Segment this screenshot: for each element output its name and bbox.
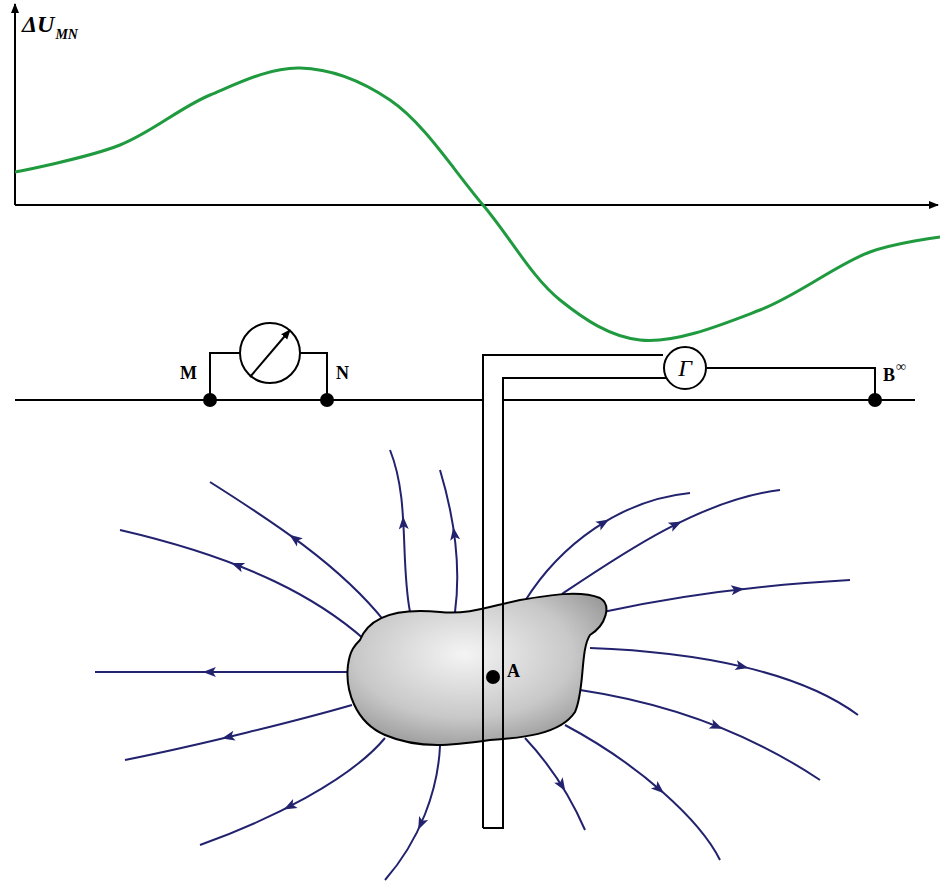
ground-surface — [15, 399, 483, 401]
field-lines — [95, 450, 858, 880]
field-arrowhead — [221, 731, 236, 744]
ground-surface — [503, 399, 915, 401]
field-line — [440, 470, 457, 612]
electrode-label: B — [883, 366, 895, 384]
field-arrowhead — [414, 816, 428, 832]
y-axis — [14, 4, 16, 205]
field-line — [385, 746, 440, 880]
generator-label: Г — [678, 356, 692, 380]
field-line — [210, 482, 385, 622]
potential-curve-group — [15, 68, 940, 341]
axis-subscript: MN — [55, 28, 78, 42]
field-line — [525, 493, 690, 601]
field-line — [562, 490, 780, 594]
field-arrowhead — [229, 558, 245, 572]
field-arrowhead — [282, 799, 298, 814]
wire — [300, 353, 327, 400]
electrode — [868, 393, 882, 407]
field-line — [120, 530, 365, 640]
axis-label: ΔU — [22, 12, 54, 36]
electrode — [320, 393, 334, 407]
field-line — [525, 738, 585, 830]
field-line — [125, 705, 352, 760]
electrode-label: M — [180, 364, 197, 382]
borehole-wall — [483, 378, 667, 828]
field-arrowhead — [709, 719, 725, 733]
potential-curve — [15, 68, 940, 341]
field-line — [565, 725, 720, 860]
field-line — [390, 450, 410, 612]
field-arrowhead — [668, 517, 684, 532]
field-arrowhead — [651, 781, 667, 797]
electrode-label: A — [507, 662, 520, 680]
field-arrowhead — [448, 526, 460, 540]
electrode — [203, 393, 217, 407]
field-line — [603, 580, 850, 612]
field-line — [590, 648, 858, 715]
field-line — [200, 738, 385, 845]
borehole-wall — [483, 355, 663, 828]
voltmeter-symbol — [240, 323, 300, 383]
field-arrowhead — [554, 777, 569, 793]
meter-arrow — [250, 330, 290, 377]
generator-symbol: Г — [663, 346, 707, 390]
field-arrowhead — [735, 660, 750, 673]
field-arrowhead — [731, 584, 745, 595]
x-axis — [15, 204, 938, 206]
field-line — [95, 671, 348, 673]
wire — [210, 353, 240, 400]
field-line — [580, 690, 820, 780]
electrode-superscript: ∞ — [896, 360, 906, 374]
field-arrowhead — [595, 515, 611, 530]
wire — [707, 368, 875, 400]
electrode-label: N — [336, 364, 349, 382]
ore-body — [347, 594, 606, 745]
field-arrowhead — [203, 667, 216, 677]
field-arrowhead — [286, 531, 302, 547]
electrode — [486, 670, 500, 684]
field-arrowhead — [398, 516, 409, 530]
